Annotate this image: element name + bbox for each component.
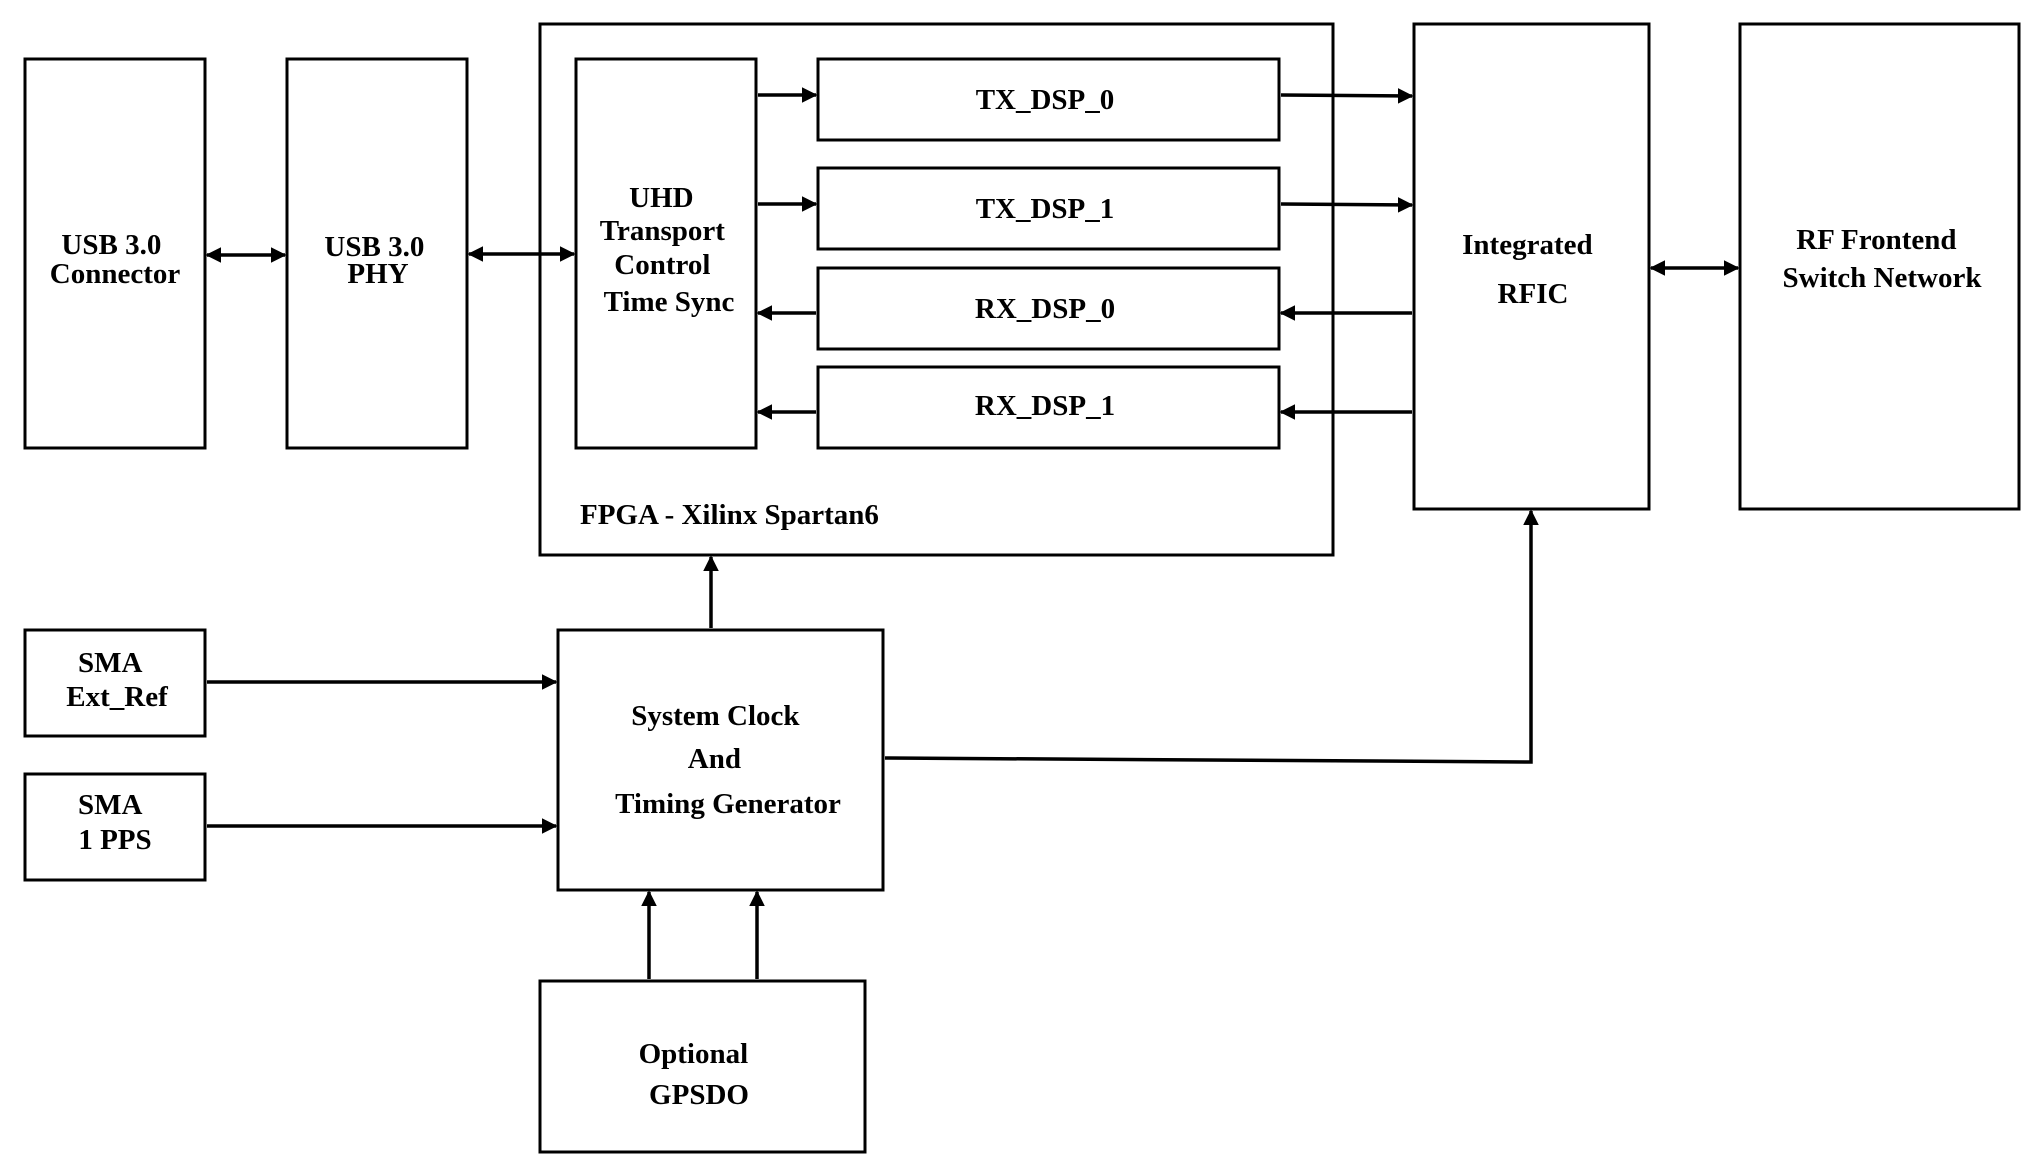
sma-ext-ref-box — [23, 628, 207, 738]
gpsdo-label: Optional GPSDO — [639, 1038, 756, 1111]
uhd-transport-box — [574, 57, 758, 450]
rx-dsp-1-box — [816, 365, 1281, 450]
tx-dsp-0-to-rfic-arrow — [1280, 88, 1414, 104]
fpga-label: FPGA - Xilinx Spartan6 — [580, 499, 879, 531]
rfic-box — [1412, 22, 1651, 511]
sma-1pps-box — [23, 772, 207, 882]
clock-generator-label: System Clock And Timing Generator — [615, 700, 841, 820]
rf-frontend-box — [1738, 22, 2021, 511]
rx-dsp-1-label: RX_DSP_1 — [975, 390, 1115, 422]
usb-phy-label: USB 3.0 PHY — [324, 231, 431, 290]
tx-dsp-1-to-rfic-arrow — [1280, 197, 1414, 213]
rx-dsp-0-label: RX_DSP_0 — [975, 293, 1115, 325]
sma-ext-ref-label: SMA Ext_Ref — [66, 647, 168, 713]
rfic-label: Integrated RFIC — [1462, 229, 1600, 310]
gpsdo-box — [538, 979, 867, 1154]
sma-1pps-label: SMA 1 PPS — [78, 789, 152, 856]
tx-dsp-1-box — [816, 166, 1281, 251]
clock-generator-box — [556, 628, 885, 892]
uhd-transport-label: UHD Transport Control Time Sync — [600, 182, 735, 318]
tx-dsp-1-label: TX_DSP_1 — [976, 193, 1115, 225]
tx-dsp-0-box — [816, 57, 1281, 142]
rf-frontend-label: RF Frontend Switch Network — [1783, 224, 1983, 294]
usb-connector-box — [23, 57, 207, 450]
clock-to-rfic-arrow — [884, 509, 1539, 764]
tx-dsp-0-label: TX_DSP_0 — [976, 84, 1115, 116]
usb-connector-label: USB 3.0 Connector — [50, 229, 181, 290]
usb-phy-box — [285, 57, 469, 450]
rx-dsp-0-box — [816, 266, 1281, 351]
